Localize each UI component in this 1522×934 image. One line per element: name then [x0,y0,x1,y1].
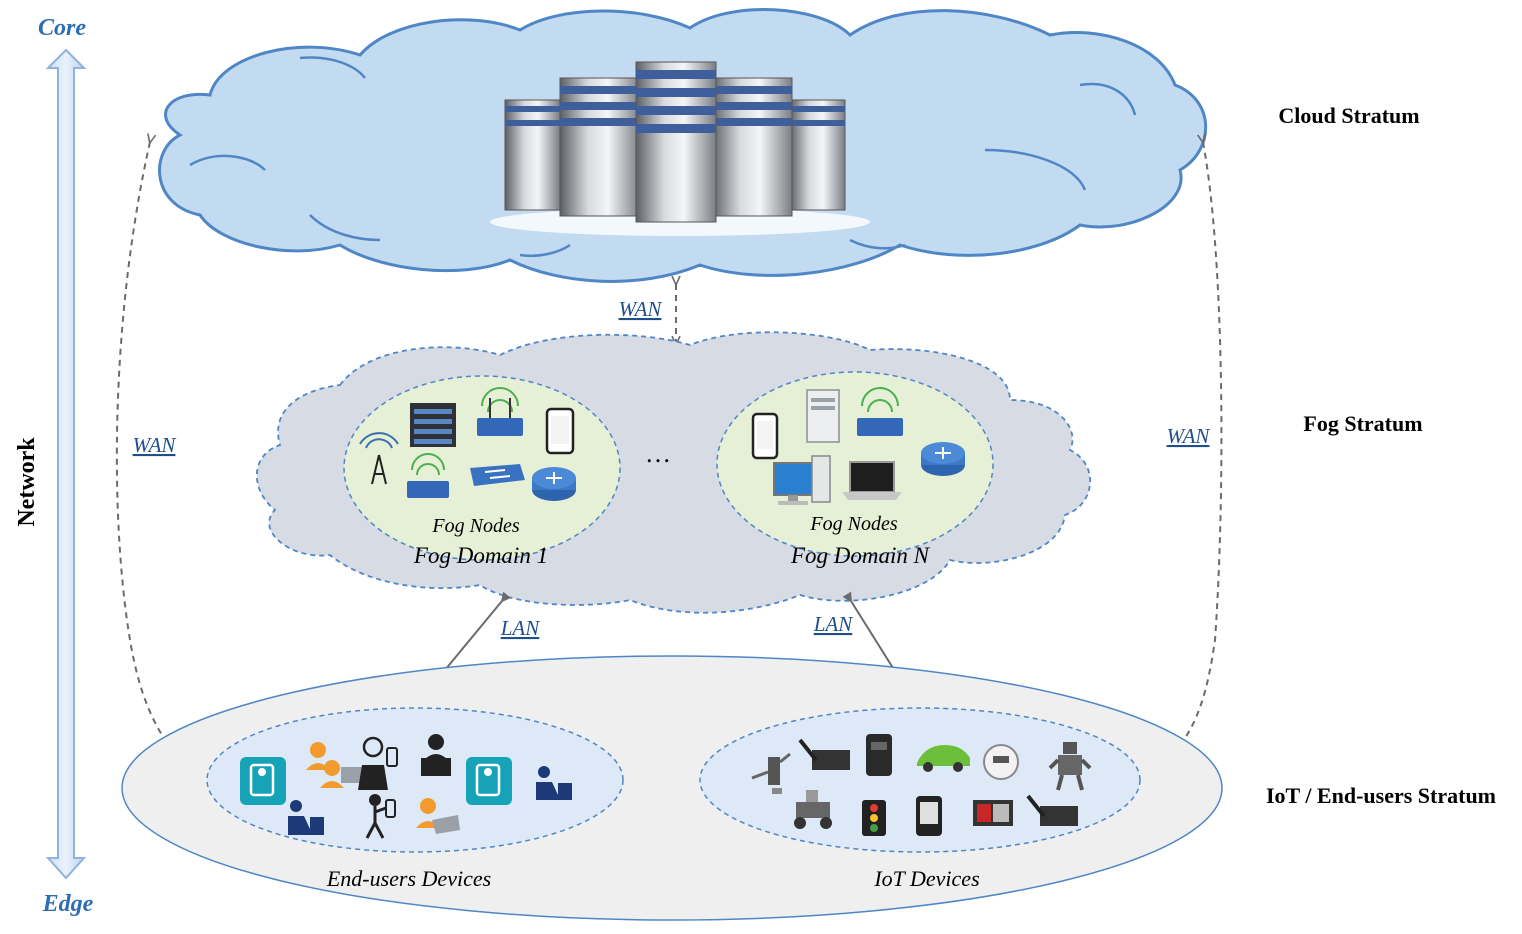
edge-label: Edge [42,891,94,917]
iot-devices [751,734,1092,836]
electric-car-icon [917,745,970,772]
router-icon [921,442,965,476]
cloud-stratum-label: Cloud Stratum [1278,103,1419,128]
fog-domain-1-nodes-label: Fog Nodes [431,515,519,537]
wan-left-label: WAN [133,433,177,457]
end-user-devices [240,734,572,839]
tablet-user-icon [466,757,512,805]
cloud-servers-icon [490,61,870,236]
lan-left-label: LAN [500,616,541,640]
wifi-router-icon [477,387,523,436]
lan-right-label: LAN [813,612,854,636]
fog-domain-n-devices [751,387,965,505]
iot-stratum-label: IoT / End-users Stratum [1266,783,1496,808]
wan-left-link [115,142,205,780]
robot-vehicle-icon [794,790,832,829]
wan-right-label: WAN [1167,424,1211,448]
fog-domain-n-nodes-label: Fog Nodes [809,513,897,535]
router-icon [532,467,576,501]
network-label: Network [14,437,40,527]
server-icon [410,403,456,447]
wifi-router-icon [407,453,449,498]
desk-user-icon [536,766,572,800]
gps-tracker-icon [866,734,892,776]
core-edge-axis [45,48,87,880]
laptop-user-icon [421,734,451,776]
walking-user-phone-icon [365,794,396,839]
iot-devices-label: IoT Devices [873,866,979,891]
fog-domain-n-name: Fog Domain N [790,543,931,568]
sensor-module-icon [1026,794,1078,826]
group-of-users-icon [306,742,363,788]
network-switch-icon [470,464,525,486]
cell-tower-icon [359,432,399,485]
smartphone-icon [751,412,779,460]
fog-domain-1-devices [359,387,576,501]
fog-domain-1-name: Fog Domain 1 [413,543,548,568]
sensor-module-icon [798,738,850,770]
pc-tower-icon [806,389,840,443]
traffic-light-icon [862,800,886,836]
laptop-icon [842,461,902,500]
humanoid-robot-icon [1048,742,1092,791]
desktop-computer-icon [773,455,831,505]
robot-arm-icon [751,752,791,794]
wan-right-link [1140,142,1223,780]
gps-device-icon [916,796,942,836]
wifi-router-icon [857,387,903,436]
end-users-ellipse [206,707,624,853]
wan-center-label: WAN [619,297,663,321]
fog-stratum-label: Fog Stratum [1303,411,1422,436]
end-users-devices-label: End-users Devices [326,866,491,891]
core-label: Core [38,15,86,41]
display-panel-icon [973,800,1013,826]
smart-meter-icon [983,744,1019,780]
fog-ellipsis: … [645,439,671,468]
tablet-user-icon [240,757,286,805]
desk-user-icon [288,800,324,835]
smartphone-icon [545,407,575,455]
user-laptop-icon [416,798,460,834]
businessman-phone-icon [358,736,398,790]
